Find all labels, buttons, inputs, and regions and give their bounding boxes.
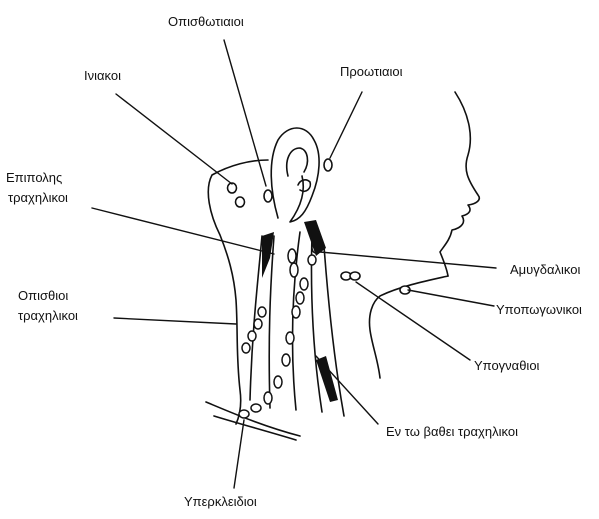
clavicle-lower [214,416,296,440]
node-deep-9 [264,392,272,404]
label-ypopogonikoi: Υποπωγωνικοι [496,302,582,318]
leader-opisthioi [114,318,236,324]
neck-muscle-1 [250,236,262,400]
label-opisthootiaioi: Οπισθωτιαιοι [168,14,244,30]
node-deep-1 [288,249,296,263]
node-posterior-3 [248,331,256,341]
label-en-to-vathei: Εν τω βαθει τραχηλικοι [386,424,518,440]
node-deep-5 [292,306,300,318]
node-deep-11 [239,410,249,418]
node-posterior-4 [242,343,250,353]
label-amygdalikoi: Αμυγδαλικοι [510,262,580,278]
node-deep-10 [251,404,261,412]
node-deep-2 [290,263,298,277]
face-profile [440,92,479,276]
node-deep-12 [308,255,316,265]
node-preauricular [324,159,332,171]
leader-iniakoi [116,94,232,184]
leader-yperkleidioi [234,420,244,488]
node-deep-8 [274,376,282,388]
node-deep-3 [300,278,308,290]
leader-opisthootiaioi [224,40,266,186]
label-ypogenathioi: Υπογναθιοι [474,358,539,374]
node-posterior-2 [254,319,262,329]
label-epipoles-line2: τραχηλικοι [8,190,68,206]
node-submandibular-2 [350,272,360,280]
label-epipoles-line1: Επιπολης [6,170,62,186]
ear-inner [287,148,311,191]
leader-amygdalikoi [320,252,496,268]
label-opisthioi-line2: τραχηλικοι [18,308,78,324]
node-occipital-2 [236,197,245,207]
leader-en-to-vathei [316,356,378,424]
ear-outline [271,128,319,222]
node-deep-6 [286,332,294,344]
node-deep-7 [282,354,290,366]
node-posterior-1 [258,307,266,317]
label-iniakoi: Ινιακοι [84,68,121,84]
node-deep-4 [296,292,304,304]
label-opisthioi-line1: Οπισθιοι [18,288,68,304]
label-proōtiaioi: Προωτιαιοι [340,64,403,80]
node-retroauricular [264,190,272,202]
leader-epipoles [92,208,274,254]
leader-ypopogonikoi [408,290,494,306]
leader-proōtiaioi [330,92,362,158]
vessel-center [304,220,326,256]
label-yperkleidioi: Υπερκλειδιοι [184,494,257,510]
